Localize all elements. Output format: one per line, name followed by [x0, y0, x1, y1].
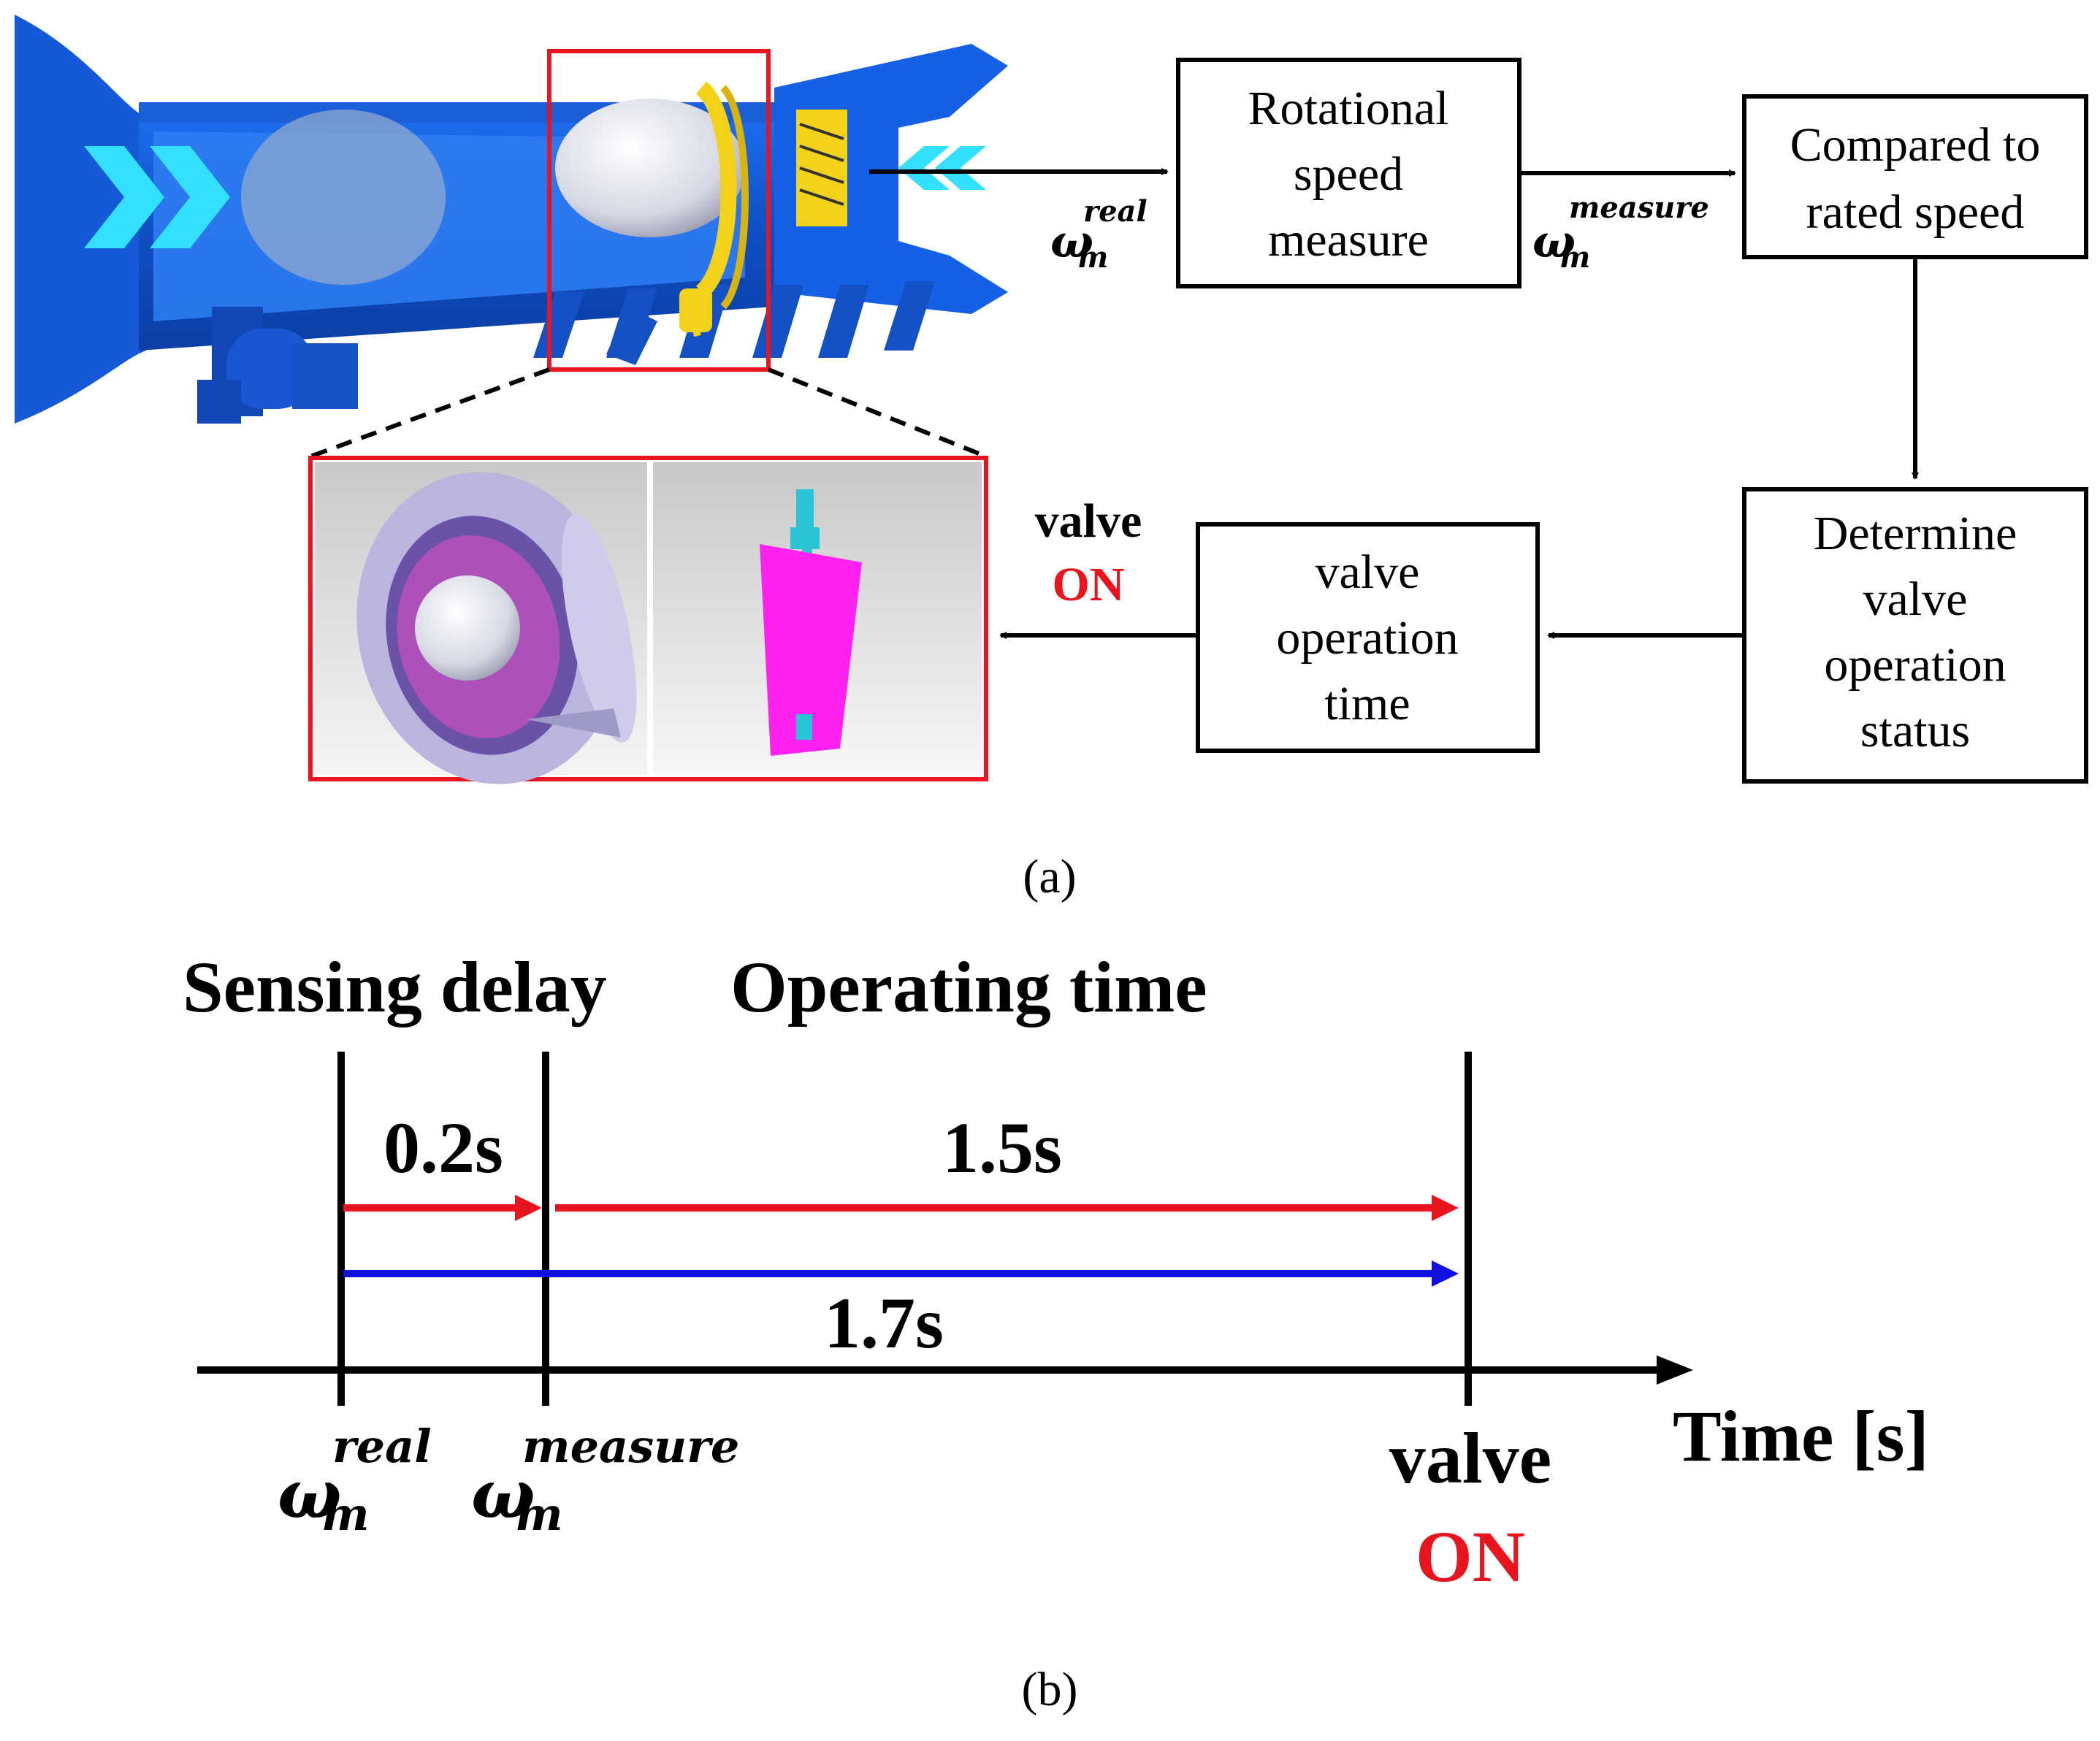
box-determine-status: Determine valve operation status — [1742, 487, 2088, 784]
svg-text:real: real — [332, 1420, 432, 1473]
svg-text:valve: valve — [1316, 546, 1420, 599]
highlight-box — [547, 49, 771, 372]
svg-text:speed: speed — [1294, 148, 1403, 201]
svg-text:m: m — [515, 1488, 563, 1541]
svg-text:measure: measure — [1569, 191, 1709, 225]
svg-text:measure: measure — [1268, 213, 1429, 267]
svg-text:Determine: Determine — [1814, 507, 2017, 560]
svg-text:valve: valve — [1863, 573, 1968, 626]
on-label-b: ON — [1416, 1516, 1525, 1597]
turbine-illustration — [15, 15, 1008, 424]
svg-text:Rotational: Rotational — [1248, 82, 1449, 135]
label-1-5s: 1.5s — [942, 1107, 1062, 1188]
marker-label-measure: ω m measure — [471, 1420, 739, 1541]
caption-b: (b) — [1022, 1663, 1078, 1716]
omega-measure-label-a: ω m measure — [1532, 191, 1709, 275]
zoom-line-left — [309, 367, 551, 459]
box-valve-operation-time: valve operation time — [1196, 522, 1540, 753]
valve-label-b: valve — [1389, 1417, 1551, 1499]
title-operating-time: Operating time — [730, 946, 1207, 1028]
svg-text:operation: operation — [1824, 638, 2006, 692]
svg-text:m: m — [1559, 240, 1590, 275]
svg-text:operation: operation — [1276, 611, 1458, 665]
axis-label-time: Time [s] — [1673, 1396, 1929, 1477]
time-axis-arrowhead — [1657, 1355, 1693, 1385]
label-1-7s: 1.7s — [824, 1282, 944, 1363]
zoom-line-right — [767, 367, 988, 459]
arrow-sensing-delay-head — [515, 1195, 542, 1221]
svg-text:Compared to: Compared to — [1790, 118, 2041, 172]
arrow-total-time-head — [1432, 1260, 1459, 1287]
valve-ring-render — [356, 472, 637, 784]
on-label-a: ON — [1053, 558, 1125, 611]
svg-text:status: status — [1860, 704, 1970, 757]
valve-label-a: valve — [1035, 494, 1142, 548]
zoom-inset — [308, 456, 988, 784]
svg-text:time: time — [1324, 677, 1410, 730]
caption-a: (a) — [1023, 850, 1076, 903]
svg-text:m: m — [1077, 240, 1108, 275]
omega-real-label-a: ω m real — [1050, 194, 1148, 275]
svg-text:measure: measure — [522, 1420, 739, 1473]
svg-text:ω: ω — [1532, 215, 1576, 268]
label-0-2s: 0.2s — [383, 1107, 503, 1188]
svg-text:ω: ω — [1050, 215, 1093, 268]
guide-vane-render — [760, 489, 862, 756]
arrow-operating-time-head — [1432, 1195, 1459, 1221]
box-rotational-speed: Rotational speed measure — [1176, 58, 1521, 288]
svg-text:m: m — [321, 1488, 370, 1541]
svg-text:real: real — [1083, 194, 1148, 229]
svg-text:ω: ω — [278, 1455, 342, 1534]
svg-text:rated speed: rated speed — [1806, 185, 2025, 239]
marker-label-real: ω m real — [278, 1420, 432, 1541]
title-sensing-delay: Sensing delay — [183, 946, 607, 1028]
box-compared-to-rated: Compared to rated speed — [1742, 94, 2088, 259]
svg-text:ω: ω — [471, 1455, 535, 1534]
